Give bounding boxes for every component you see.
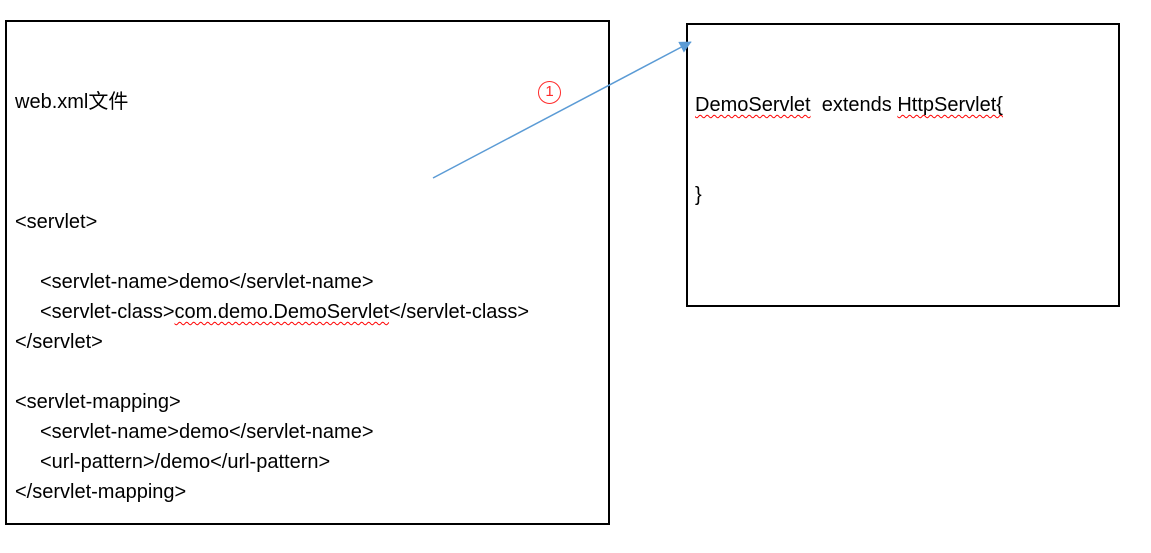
code-text: <servlet-name>demo</servlet-name> [40,271,374,293]
code-line: </servlet> [15,327,600,357]
code-line: <servlet-name>demo</servlet-name> [15,417,600,447]
webxml-code-lines: <servlet> <servlet-name>demo</servlet-na… [15,177,600,507]
webxml-box-title: web.xml文件 [15,91,129,113]
class-code-lines: DemoServlet extends HttpServlet{ } [695,90,1111,210]
code-line: <servlet-class>com.demo.DemoServlet</ser… [15,297,600,327]
code-text: } [695,184,702,206]
code-line: DemoServlet extends HttpServlet{ [695,90,1111,120]
webxml-box: web.xml文件 <servlet> <servlet-name>demo</… [5,20,610,525]
spellcheck-underlined-text: DemoServlet [695,94,811,116]
code-line: <url-pattern>/demo</url-pattern> [15,447,600,477]
code-text: <url-pattern>/demo</url-pattern> [40,451,331,473]
spellcheck-underlined-text: com.demo.DemoServlet [174,301,390,323]
code-text: extends [810,94,898,116]
blank-line [695,150,1111,180]
blank-line [15,237,600,267]
code-line: } [695,180,1111,210]
code-text: <servlet-class> [40,301,175,323]
code-line: <servlet> [15,207,600,237]
circled-number-annotation: 1 [538,81,561,104]
code-line: <servlet-mapping> [15,387,600,417]
blank-line [695,120,1111,150]
code-text: </servlet> [15,331,103,353]
demoservlet-class-box: DemoServlet extends HttpServlet{ } [686,23,1120,307]
code-text: </servlet-class> [389,301,530,323]
code-text: </servlet-mapping> [15,481,187,503]
blank-line [15,177,600,207]
blank-line [15,357,600,387]
spellcheck-underlined-text: HttpServlet{ [897,94,1003,116]
code-line: <servlet-name>demo</servlet-name> [15,267,600,297]
code-text: <servlet-name>demo</servlet-name> [40,421,374,443]
code-line: </servlet-mapping> [15,477,600,507]
code-text: <servlet-mapping> [15,391,181,413]
code-text: <servlet> [15,211,98,233]
